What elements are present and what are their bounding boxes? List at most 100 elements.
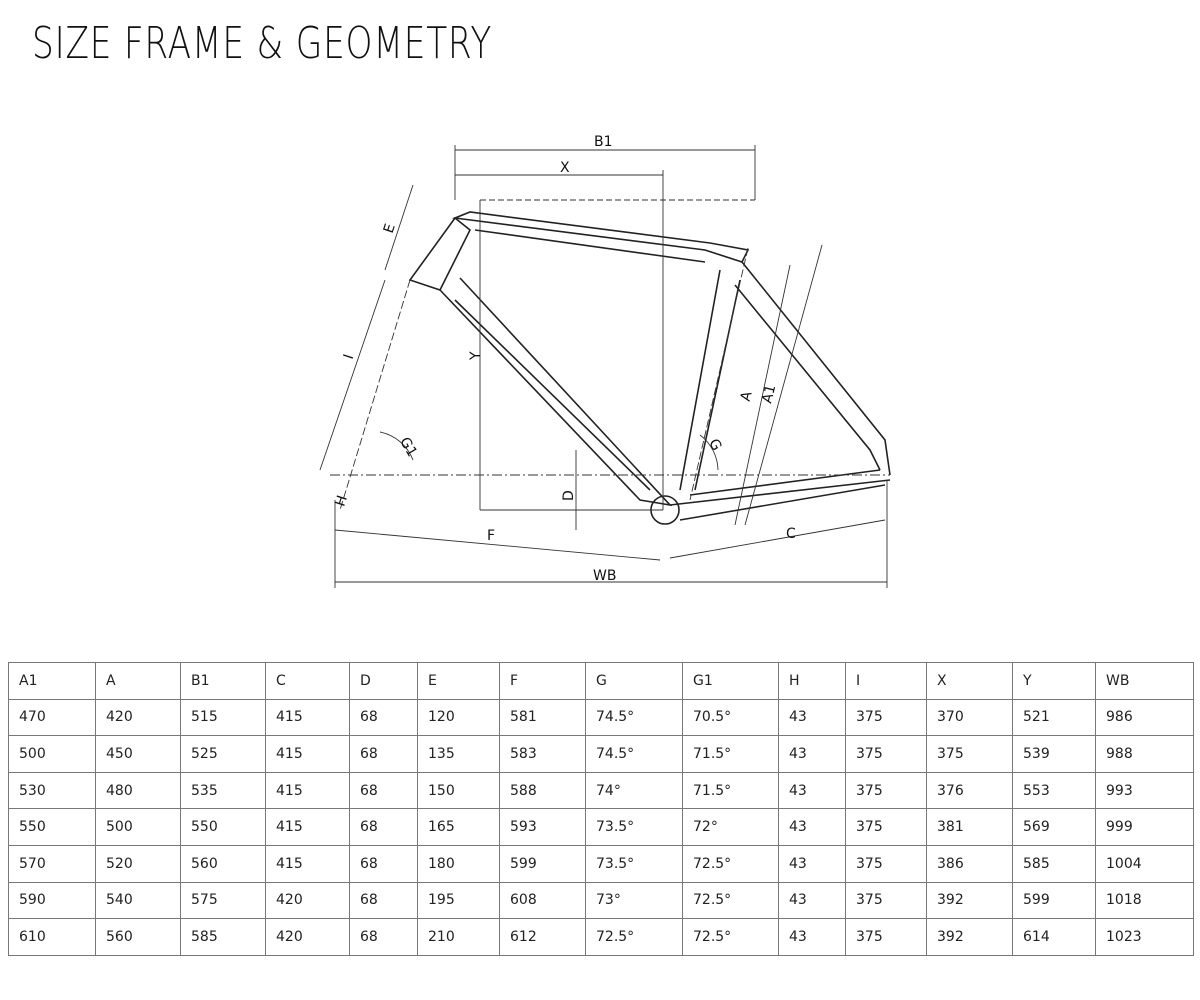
table-cell: 593 [499,808,586,846]
table-cell: 73.5° [585,844,683,883]
table-cell: 539 [1012,735,1096,773]
table-cell: 381 [926,808,1013,846]
table-cell: 370 [926,698,1013,737]
table-cell: 599 [499,844,586,883]
table-cell: 520 [95,844,181,883]
table-cell: 375 [926,735,1013,773]
table-cell: 585 [1012,844,1096,883]
table-cell: 612 [499,918,586,956]
table-cell: H [778,662,846,700]
table-cell: D [349,662,418,700]
table-cell: 588 [499,771,586,810]
table-cell: 500 [8,735,96,773]
table-cell: B1 [180,662,266,700]
table-cell: F [499,662,586,700]
table-cell: E [417,662,500,700]
table-cell: 521 [1012,698,1096,737]
table-cell: WB [1095,662,1194,700]
table-cell: 614 [1012,918,1096,956]
table-cell: 43 [778,735,846,773]
table-cell: 585 [180,918,266,956]
label-f: F [487,528,495,544]
table-cell: 1004 [1095,844,1194,883]
table-cell: 415 [265,698,350,737]
table-cell: 43 [778,844,846,883]
table-cell: 581 [499,698,586,737]
table-cell: C [265,662,350,700]
label-d: D [561,490,577,501]
table-cell: A1 [8,662,96,700]
table-cell: 1018 [1095,881,1194,920]
table-cell: 583 [499,735,586,773]
dimension-labels: B1 X E I Y G1 H D A A1 G F C WB [332,134,796,584]
table-cell: 72.5° [682,844,779,883]
table-cell: 74.5° [585,735,683,773]
table-cell: 415 [265,735,350,773]
table-cell: 72.5° [682,918,779,956]
table-cell: 68 [349,918,418,956]
table-cell: 72° [682,808,779,846]
table-cell: 70.5° [682,698,779,737]
table-cell: 525 [180,735,266,773]
table-cell: 375 [845,698,927,737]
table-cell: 610 [8,918,96,956]
table-cell: I [845,662,927,700]
table-cell: 73° [585,881,683,920]
label-wb: WB [593,568,616,584]
dimension-lines [319,145,890,588]
table-cell: 43 [778,808,846,846]
table-cell: 210 [417,918,500,956]
table-cell: 375 [845,771,927,810]
table-cell: 43 [778,771,846,810]
table-cell: 608 [499,881,586,920]
table-cell: 415 [265,771,350,810]
table-cell: 550 [180,808,266,846]
table-cell: 1023 [1095,918,1194,956]
table-cell: 72.5° [585,918,683,956]
bike-frame [408,211,891,525]
label-a1: A1 [759,383,779,405]
table-cell: 68 [349,844,418,883]
table-cell: 375 [845,918,927,956]
table-cell: 553 [1012,771,1096,810]
table-cell: 570 [8,844,96,883]
table-cell: 72.5° [682,881,779,920]
table-cell: 392 [926,918,1013,956]
table-cell: 415 [265,844,350,883]
table-cell: 420 [95,698,181,737]
table-cell: 550 [8,808,96,846]
table-cell: 375 [845,881,927,920]
label-e: E [381,222,399,235]
table-cell: 420 [265,918,350,956]
table-cell: A [95,662,181,700]
table-cell: 71.5° [682,735,779,773]
table-cell: 575 [180,881,266,920]
table-cell: G [585,662,683,700]
label-c: C [786,526,796,542]
table-cell: 180 [417,844,500,883]
table-cell: 988 [1095,735,1194,773]
table-cell: 415 [265,808,350,846]
table-cell: G1 [682,662,779,700]
table-cell: 560 [95,918,181,956]
table-cell: 590 [8,881,96,920]
table-cell: 68 [349,771,418,810]
label-x: X [560,160,570,176]
table-cell: X [926,662,1013,700]
table-cell: 386 [926,844,1013,883]
table-cell: 375 [845,735,927,773]
label-a: A [738,389,756,403]
label-b1: B1 [594,134,613,150]
table-cell: 392 [926,881,1013,920]
table-cell: 71.5° [682,771,779,810]
page-title: SIZE FRAME & GEOMETRY [32,18,493,69]
label-g1: G1 [396,435,420,460]
table-cell: 986 [1095,698,1194,737]
